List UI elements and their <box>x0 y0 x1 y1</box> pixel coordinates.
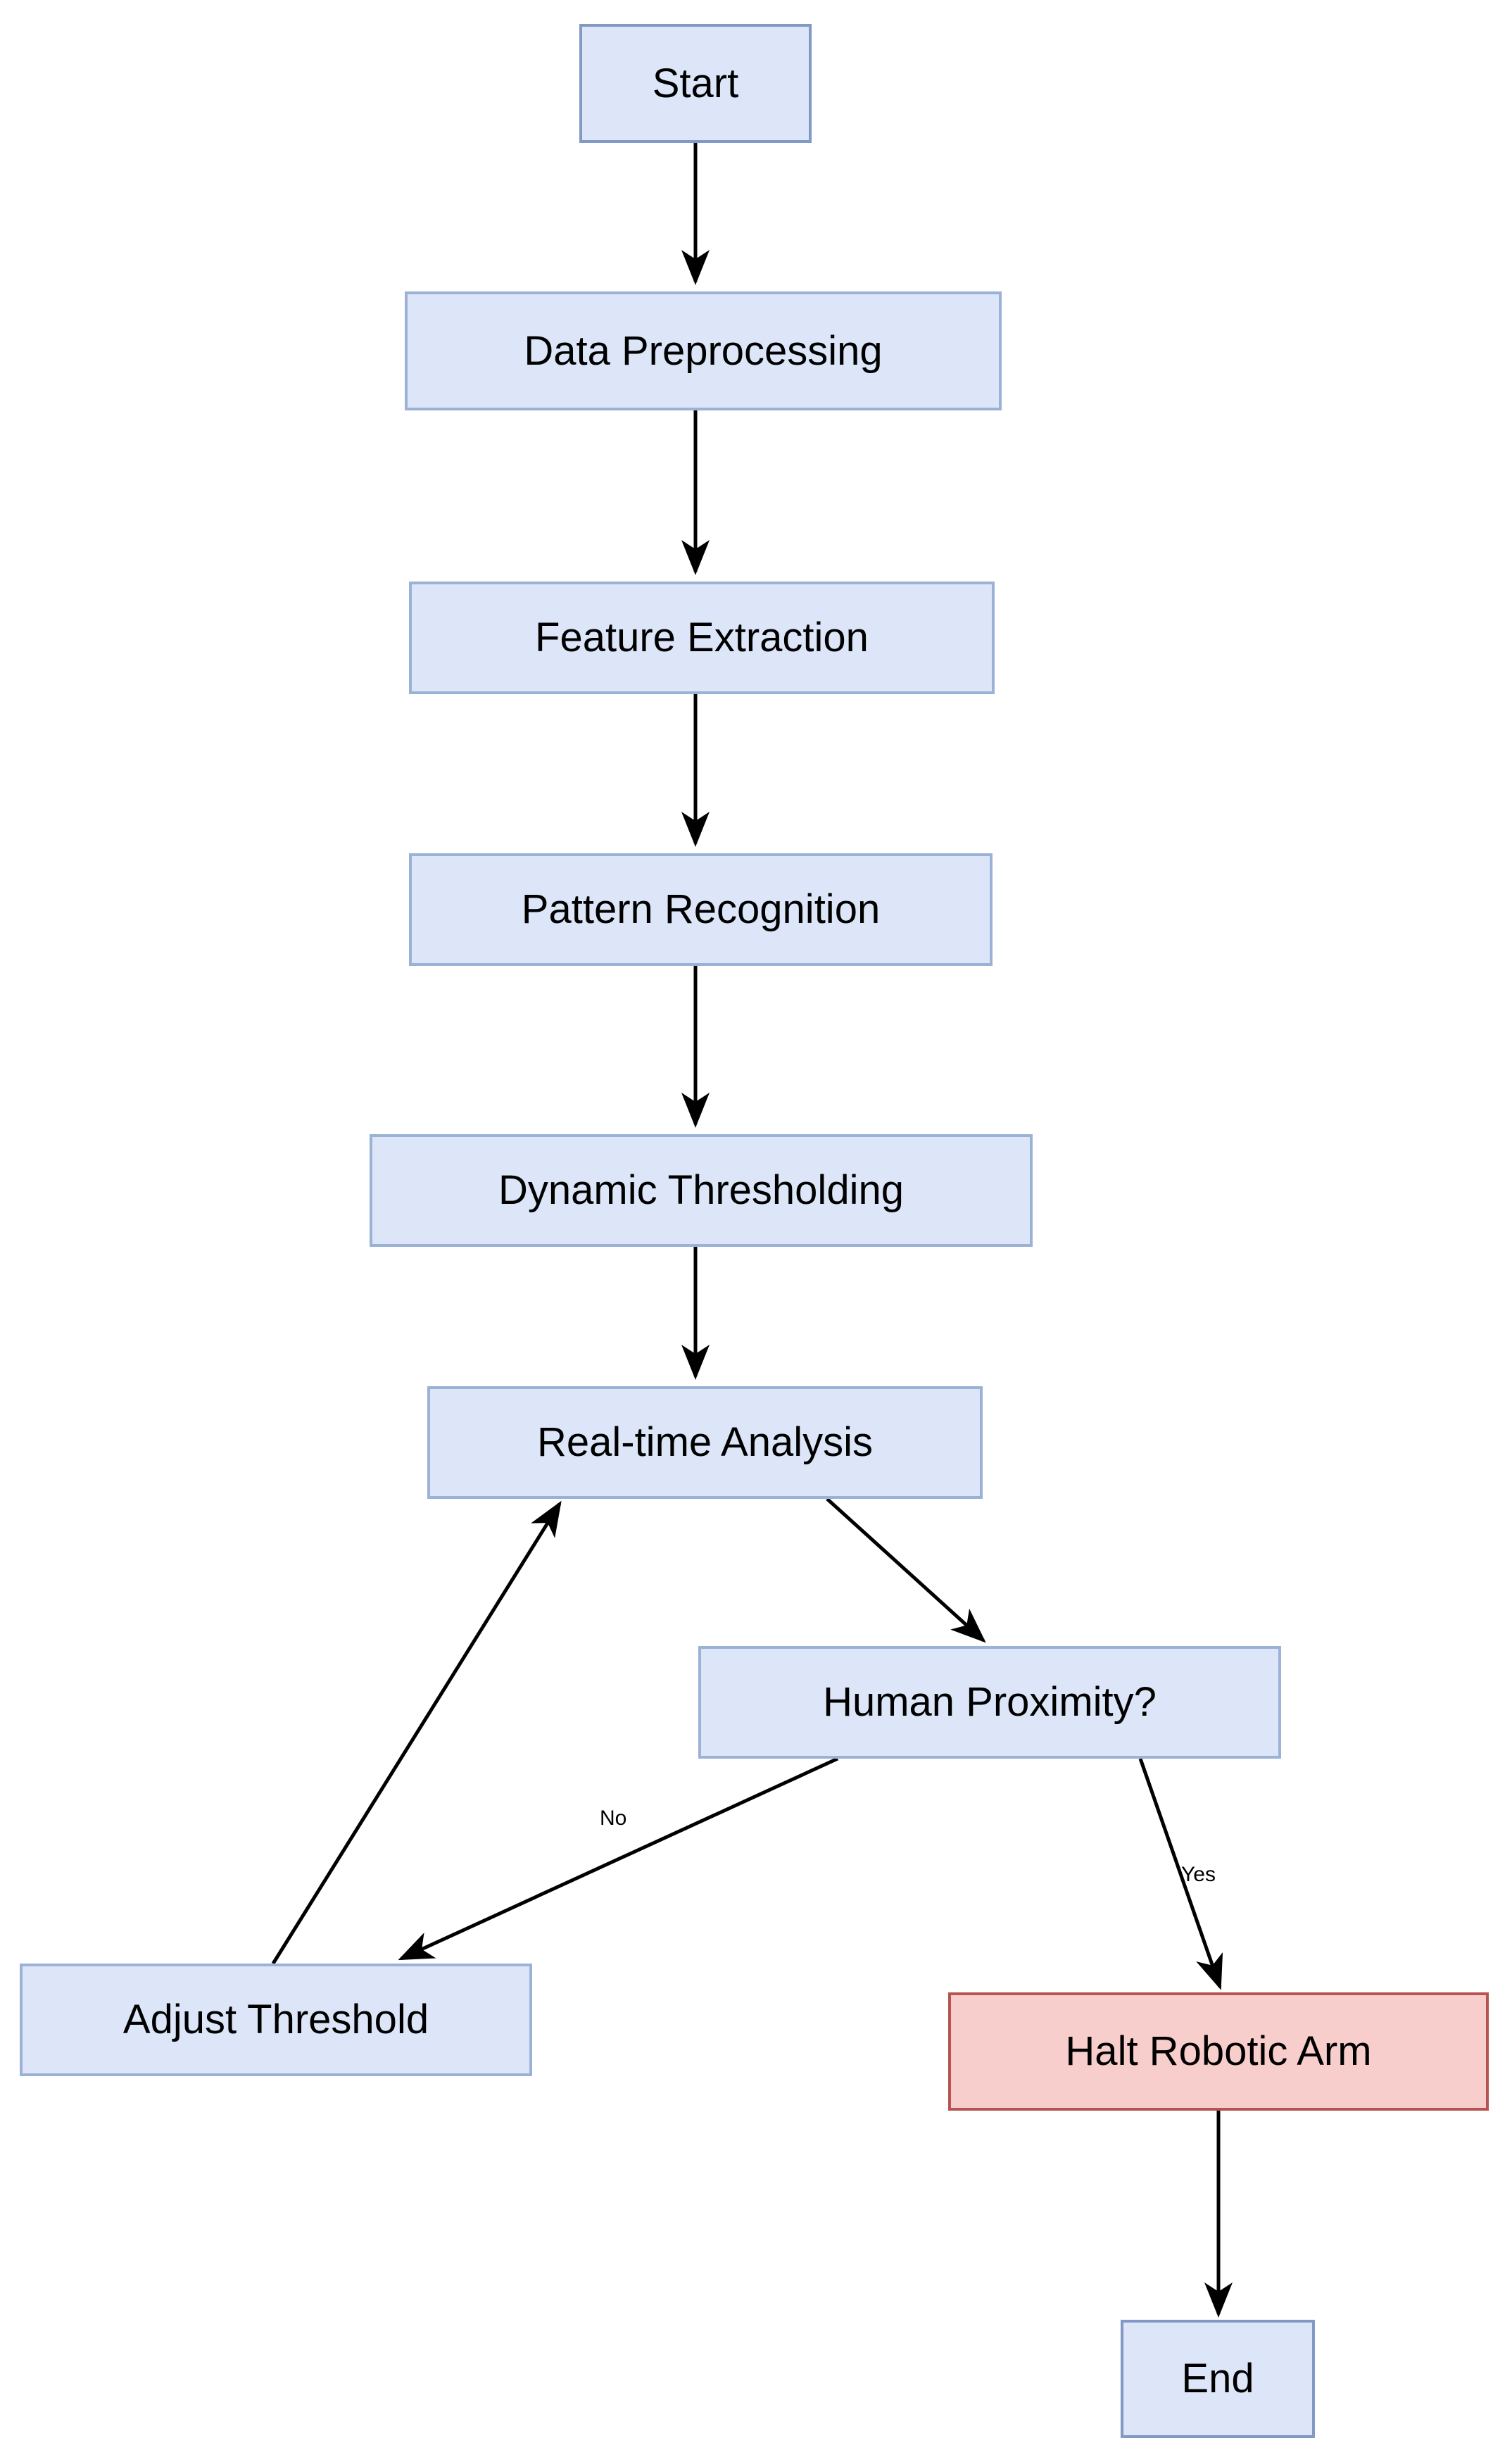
node-end[interactable]: End <box>1121 2320 1315 2438</box>
node-preprocess[interactable]: Data Preprocessing <box>405 291 1002 410</box>
edge-adjust-to-realtime <box>271 1500 562 1965</box>
node-features[interactable]: Feature Extraction <box>409 582 995 694</box>
node-label-end: End <box>1181 2356 1254 2402</box>
node-halt[interactable]: Halt Robotic Arm <box>948 1992 1489 2111</box>
node-proximity[interactable]: Human Proximity? <box>698 1646 1281 1759</box>
node-label-pattern: Pattern Recognition <box>521 886 881 933</box>
node-realtime[interactable]: Real-time Analysis <box>427 1386 983 1499</box>
edge-realtime-to-proximity <box>826 1497 986 1643</box>
node-label-threshold: Dynamic Thresholding <box>498 1167 904 1214</box>
node-label-preprocess: Data Preprocessing <box>524 327 883 374</box>
node-label-realtime: Real-time Analysis <box>536 1419 874 1466</box>
edge-label-yes: Yes <box>1181 1863 1216 1886</box>
node-label-start: Start <box>652 60 739 106</box>
node-label-proximity: Human Proximity? <box>823 1679 1157 1726</box>
node-threshold[interactable]: Dynamic Thresholding <box>370 1134 1033 1247</box>
node-start[interactable]: Start <box>579 24 812 143</box>
node-label-adjust: Adjust Threshold <box>122 1997 429 2043</box>
edge-proximity-to-adjust <box>398 1757 839 1961</box>
node-label-halt: Halt Robotic Arm <box>1065 2028 1372 2075</box>
node-label-features: Feature Extraction <box>535 615 869 661</box>
edge-label-no: No <box>600 1807 627 1830</box>
node-adjust[interactable]: Adjust Threshold <box>20 1964 532 2076</box>
node-pattern[interactable]: Pattern Recognition <box>409 853 993 966</box>
